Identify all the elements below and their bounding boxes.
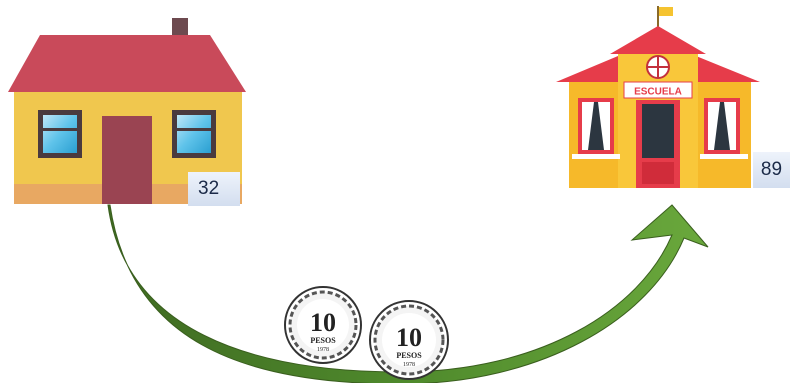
coin-2-value: 10	[396, 323, 422, 352]
house-number-badge: 32	[188, 172, 240, 206]
house-window-left	[38, 110, 82, 158]
school-roof-left	[556, 56, 620, 82]
flag-icon	[659, 7, 673, 16]
coin-1-year: 1978	[317, 347, 329, 353]
school-tower-roof	[610, 26, 706, 54]
school-window-left	[572, 98, 620, 159]
school-round-window	[647, 56, 669, 78]
coin-1-value: 10	[310, 308, 336, 337]
house-roof	[8, 35, 246, 92]
coin-1: 10 PESOS 1978	[285, 287, 361, 363]
school-roof-right	[696, 56, 760, 82]
coin-2-currency: PESOS	[396, 351, 422, 360]
school-sign-text: ESCUELA	[634, 87, 682, 98]
coin-1-currency: PESOS	[310, 336, 336, 345]
school-number-badge: 89	[753, 152, 790, 188]
house-window-right	[172, 110, 216, 158]
school: ESCUELA	[556, 6, 760, 188]
flag-pole	[657, 6, 659, 28]
house-door	[102, 116, 152, 204]
coin-2: 10 PESOS 1978	[370, 301, 448, 379]
coin-2-year: 1978	[403, 362, 415, 368]
school-door	[636, 100, 680, 188]
chimney	[172, 18, 188, 36]
